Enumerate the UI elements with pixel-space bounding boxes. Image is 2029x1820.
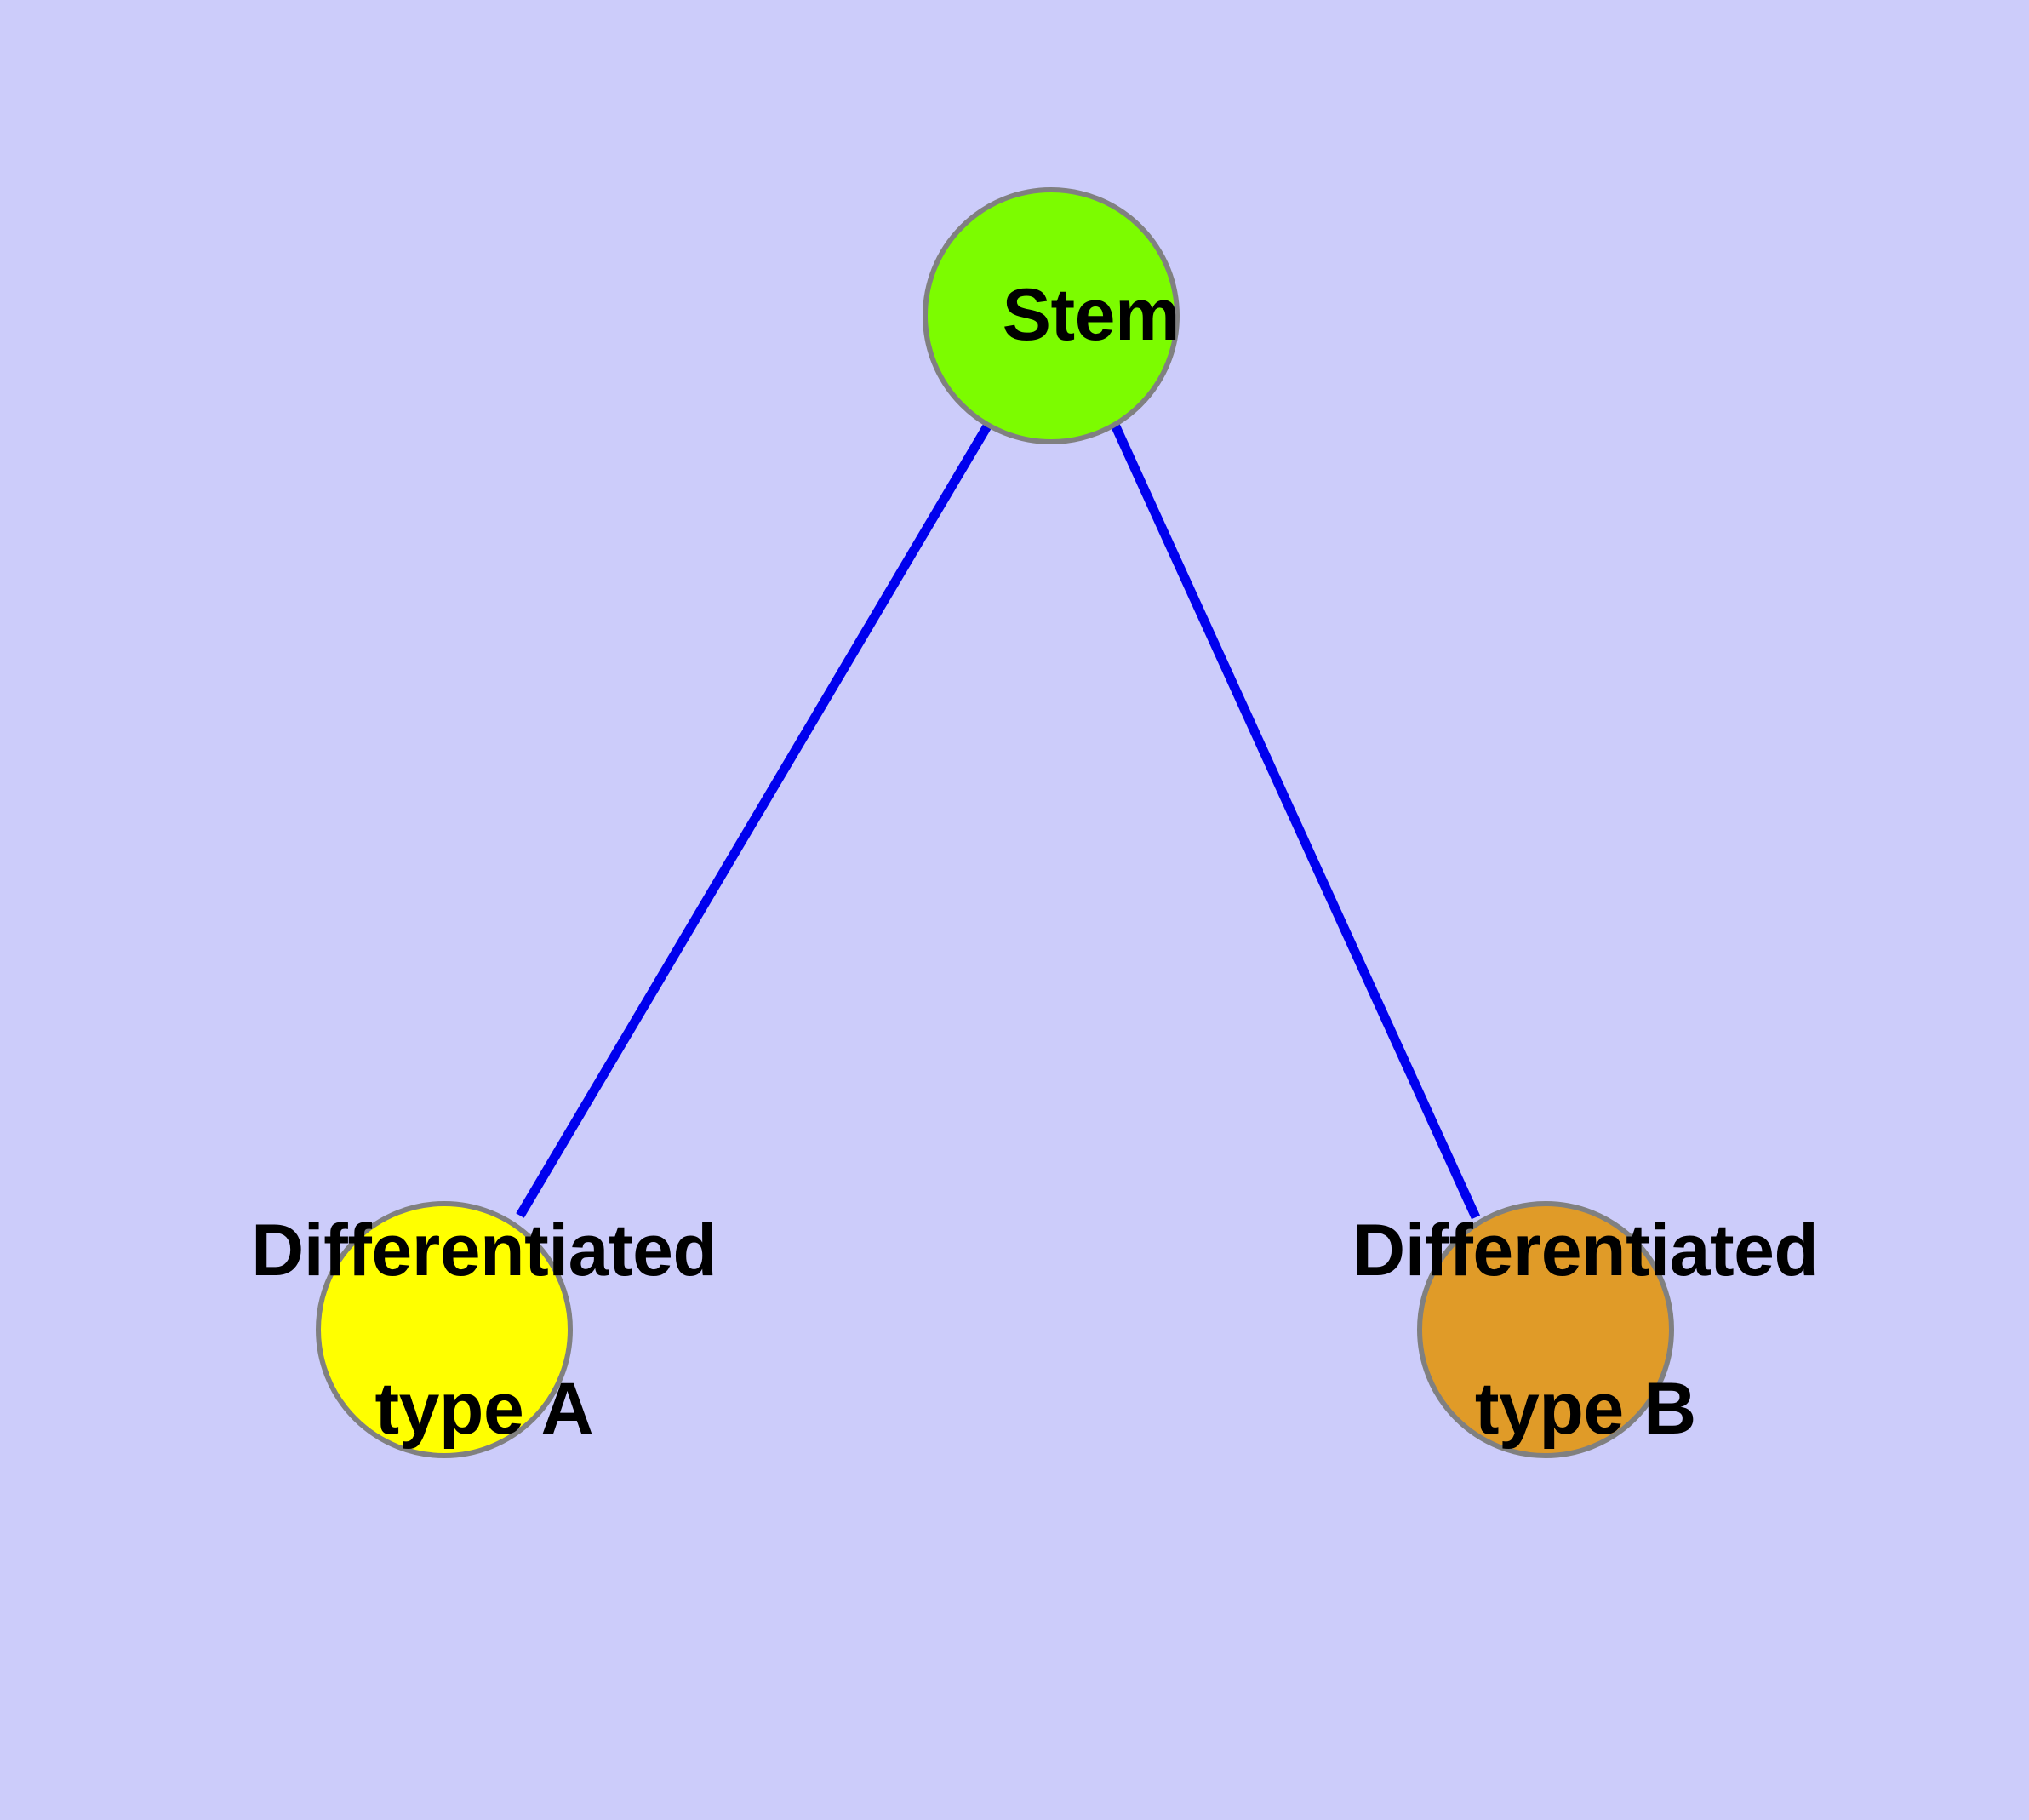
edge-stem-to-diff-b — [1110, 422, 1481, 1220]
node-diff-a-circle[interactable] — [316, 1201, 573, 1458]
edge-stem-to-diff-a — [516, 422, 992, 1218]
edge-layer — [516, 422, 1481, 1220]
node-diff-b-circle[interactable] — [1417, 1201, 1674, 1458]
node-layer — [316, 187, 1674, 1458]
node-stem-circle[interactable] — [923, 187, 1180, 444]
